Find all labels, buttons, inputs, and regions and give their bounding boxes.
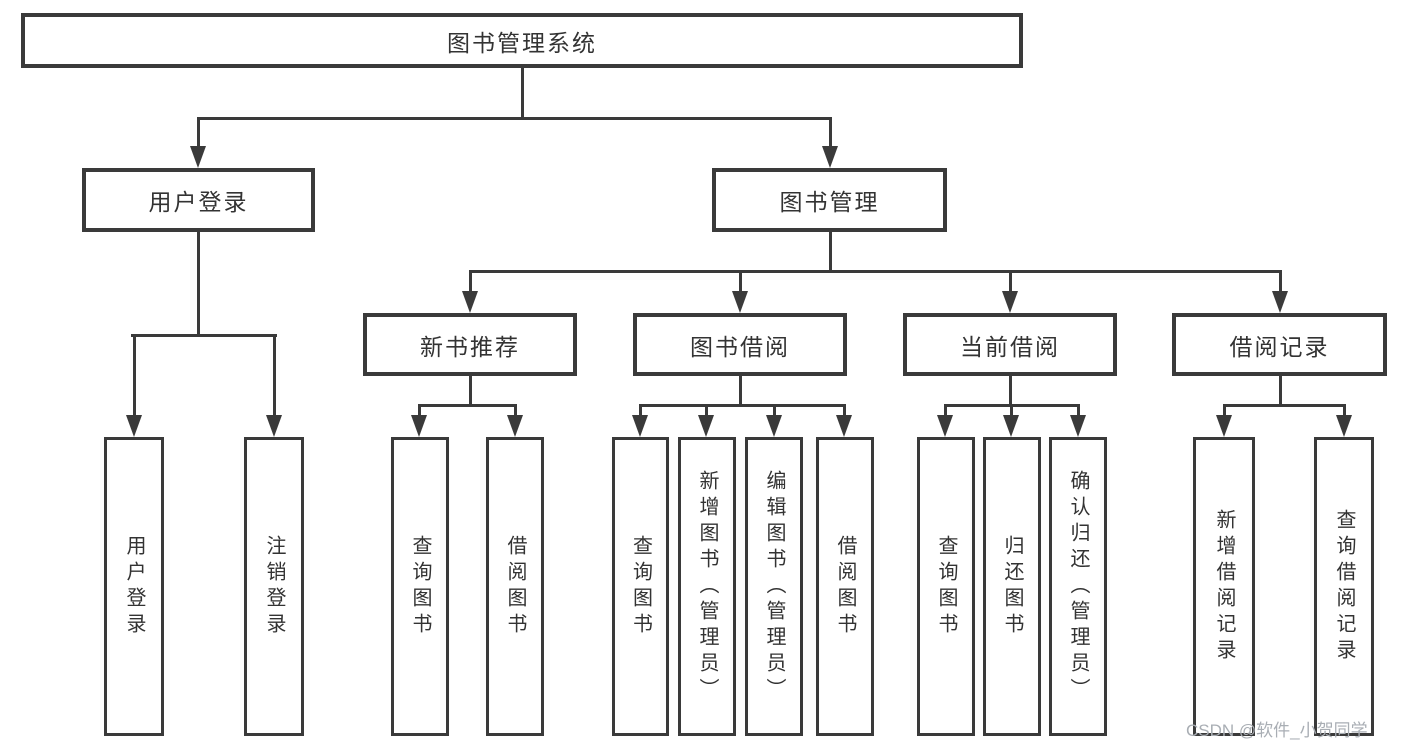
arrow-head-icon [1216, 415, 1232, 437]
leaf-borrow-books-2-label: 借阅图书 [834, 534, 856, 639]
node-borrowing-records: 借阅记录 [1172, 313, 1387, 376]
connector-line [1278, 271, 1282, 299]
connector-line [842, 405, 846, 423]
node-current-borrowing: 当前借阅 [903, 313, 1117, 376]
leaf-return-book-label: 归还图书 [1001, 534, 1023, 639]
connector-line [417, 403, 517, 407]
node-new-book-recommendation-label: 新书推荐 [420, 333, 520, 360]
connector-line [196, 116, 832, 120]
connector-line [1278, 374, 1282, 407]
watermark: CSDN @软件_小贺同学 [1186, 721, 1368, 740]
connector-line [468, 269, 1282, 273]
leaf-edit-book-admin: 编辑图书（管理员） [745, 437, 803, 736]
arrow-head-icon [190, 146, 206, 168]
connector-line [772, 405, 776, 423]
node-user-login: 用户登录 [82, 168, 315, 232]
node-borrowing-records-label: 借阅记录 [1229, 333, 1330, 360]
connector-line [1008, 271, 1012, 299]
arrow-head-icon [411, 415, 427, 437]
node-root-label: 图书管理系统 [447, 29, 597, 56]
leaf-query-books: 查询图书 [391, 437, 449, 736]
arrow-head-icon [462, 291, 478, 313]
connector-line [828, 118, 832, 154]
connector-line [1076, 405, 1080, 423]
leaf-borrow-books: 借阅图书 [486, 437, 544, 736]
arrow-head-icon [1003, 415, 1019, 437]
leaf-logout-label: 注销登录 [263, 534, 285, 639]
arrow-head-icon [507, 415, 523, 437]
connector-line [738, 271, 742, 299]
connector-line [130, 333, 277, 337]
connector-line [520, 66, 524, 120]
leaf-query-books-3: 查询图书 [917, 437, 975, 736]
connector-line [1009, 405, 1013, 423]
node-book-borrowing-label: 图书借阅 [690, 333, 790, 360]
arrow-head-icon [1272, 291, 1288, 313]
leaf-confirm-return-admin-label: 确认归还（管理员） [1067, 469, 1089, 704]
arrow-head-icon [632, 415, 648, 437]
connector-line [1008, 374, 1012, 407]
node-user-login-label: 用户登录 [148, 189, 249, 215]
connector-line [638, 405, 642, 423]
node-root: 图书管理系统 [21, 13, 1023, 68]
leaf-add-borrow-record: 新增借阅记录 [1193, 437, 1255, 736]
arrow-head-icon [732, 291, 748, 313]
connector-line [1222, 405, 1226, 423]
connector-line [1342, 405, 1346, 423]
leaf-return-book: 归还图书 [983, 437, 1041, 736]
node-book-management: 图书管理 [712, 168, 947, 232]
leaf-add-book-admin: 新增图书（管理员） [678, 437, 736, 736]
arrow-head-icon [1070, 415, 1086, 437]
arrow-head-icon [766, 415, 782, 437]
leaf-query-books-2-label: 查询图书 [629, 534, 652, 639]
leaf-query-borrow-record-label: 查询借阅记录 [1333, 508, 1355, 665]
leaf-query-books-label: 查询图书 [409, 534, 431, 639]
arrow-head-icon [126, 415, 142, 437]
connector-line [468, 271, 472, 299]
leaf-confirm-return-admin: 确认归还（管理员） [1049, 437, 1107, 736]
leaf-user-login: 用户登录 [104, 437, 164, 736]
connector-line [1222, 403, 1346, 407]
node-current-borrowing-label: 当前借阅 [960, 333, 1060, 360]
leaf-query-books-2: 查询图书 [612, 437, 669, 736]
arrow-head-icon [266, 415, 282, 437]
connector-line [132, 335, 136, 423]
connector-line [272, 335, 276, 423]
connector-line [513, 405, 517, 423]
arrow-head-icon [1002, 291, 1018, 313]
leaf-add-book-admin-label: 新增图书（管理员） [696, 469, 718, 704]
connector-line [196, 118, 200, 154]
connector-line [638, 403, 846, 407]
arrow-head-icon [836, 415, 852, 437]
leaf-add-borrow-record-label: 新增借阅记录 [1213, 508, 1235, 665]
connector-line [828, 230, 832, 273]
leaf-edit-book-admin-label: 编辑图书（管理员） [763, 469, 785, 704]
leaf-borrow-books-2: 借阅图书 [816, 437, 874, 736]
connector-line [738, 374, 742, 407]
leaf-query-books-3-label: 查询图书 [935, 534, 957, 639]
arrow-head-icon [937, 415, 953, 437]
arrow-head-icon [698, 415, 714, 437]
node-new-book-recommendation: 新书推荐 [363, 313, 577, 376]
leaf-query-borrow-record: 查询借阅记录 [1314, 437, 1374, 736]
connector-line [417, 405, 421, 423]
node-book-borrowing: 图书借阅 [633, 313, 847, 376]
node-book-management-label: 图书管理 [779, 189, 880, 215]
leaf-borrow-books-label: 借阅图书 [504, 534, 526, 639]
leaf-user-login-label: 用户登录 [123, 534, 145, 639]
arrow-head-icon [1336, 415, 1352, 437]
connector-line [468, 374, 472, 407]
connector-line [196, 230, 200, 337]
arrow-head-icon [822, 146, 838, 168]
leaf-logout: 注销登录 [244, 437, 304, 736]
connector-line [943, 405, 947, 423]
connector-line [704, 405, 708, 423]
